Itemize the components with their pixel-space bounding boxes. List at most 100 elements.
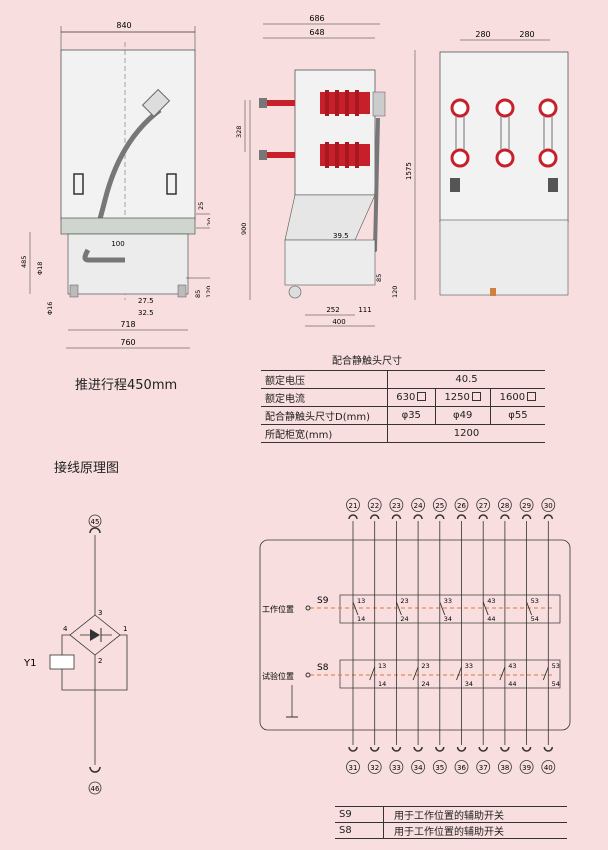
spec-value: 1200	[387, 424, 545, 443]
travel-label: 推进行程450mm	[75, 378, 178, 393]
dim-400: 400	[332, 318, 345, 326]
spec-label: 配合静触头尺寸D(mm)	[261, 406, 388, 425]
s8-contact	[412, 666, 419, 681]
table-row: 额定电流 630 1250 1600	[261, 388, 545, 407]
spec-value: φ49	[434, 406, 491, 425]
dim-1575: 1575	[405, 162, 413, 180]
s8-contact-bottom-3: 44	[508, 680, 516, 688]
terminal-30: 30	[544, 502, 553, 510]
test-position-label: 试验位置	[262, 671, 294, 681]
coil-circuit: 45 3 4 1 2 Y1 46	[23, 514, 127, 795]
aux-switch-circuit: S9 S8 工作位置 试验位置 213122322333243425352636…	[259, 498, 571, 774]
dim-85: 85	[194, 290, 202, 298]
terminal-circle	[519, 498, 534, 512]
terminal-33: 33	[392, 764, 401, 772]
terminal-22: 22	[370, 502, 379, 510]
terminal-35: 35	[435, 764, 444, 772]
spec-value: 630	[396, 392, 416, 403]
dim-20: 20	[206, 218, 210, 226]
work-position-label: 工作位置	[262, 604, 294, 614]
s8-contact-top-4: 53	[552, 662, 560, 670]
spec-label: 所配柜宽(mm)	[261, 424, 388, 443]
table-row: S8 用于工作位置的辅助开关	[335, 822, 567, 839]
spec-value: φ55	[489, 406, 545, 425]
plug-symbol	[456, 746, 467, 752]
s9-contact	[482, 601, 489, 616]
terminal-circle	[411, 760, 426, 774]
dim-328: 328	[235, 126, 243, 138]
legend-desc: 用于工作位置的辅助开关	[383, 806, 567, 823]
dim-85-side: 85	[375, 274, 383, 282]
s8-label: S8	[317, 663, 329, 673]
plug-symbol	[478, 746, 488, 752]
plug-symbol	[500, 746, 510, 752]
pin-4: 4	[63, 625, 68, 633]
plug-symbol	[521, 514, 532, 520]
dim-840: 840	[116, 21, 131, 30]
dim-phi16: Φ16	[46, 302, 54, 315]
s9-contact-bottom-4: 54	[531, 615, 539, 623]
s9-contact-top-1: 23	[400, 597, 408, 605]
terminal-39: 39	[522, 764, 531, 772]
front-view-drawing: 840 100 25 20 485 Φ18 Φ16 27.5 32.5 85 1…	[20, 21, 210, 349]
terminal-circle	[389, 498, 404, 512]
spec-value: 1600	[499, 392, 526, 403]
s9-contact-bottom-2: 34	[444, 615, 452, 623]
dim-25: 25	[197, 202, 205, 210]
pin-3: 3	[98, 609, 102, 617]
spec-value: 40.5	[387, 370, 545, 389]
terminal-circle	[497, 498, 512, 512]
dim-900: 900	[240, 223, 248, 235]
terminal-23: 23	[392, 502, 401, 510]
plug-symbol	[435, 746, 445, 752]
plug-symbol	[348, 514, 358, 520]
dim-120-side: 120	[391, 286, 399, 298]
s8-contact-top-2: 33	[465, 662, 473, 670]
terminal-circle	[367, 760, 382, 774]
terminal-38: 38	[500, 764, 509, 772]
terminal-37: 37	[479, 764, 488, 772]
terminal-34: 34	[414, 764, 423, 772]
terminal-circle	[541, 760, 556, 774]
table-row: 配合静触头尺寸D(mm) φ35 φ49 φ55	[261, 406, 545, 425]
spec-table: 额定电压 40.5 额定电流 630 1250 1600 配合静触头尺寸D(mm…	[261, 370, 545, 443]
table-row: S9 用于工作位置的辅助开关	[335, 806, 567, 823]
s9-contact-bottom-3: 44	[487, 615, 495, 623]
checkbox-1600	[527, 392, 537, 401]
plug-symbol	[478, 514, 488, 520]
terminal-circle	[389, 760, 404, 774]
spec-table-title: 配合静触头尺寸	[332, 356, 402, 367]
terminal-circle	[367, 498, 382, 512]
coil-label-y1: Y1	[23, 658, 36, 669]
terminal-circle	[541, 498, 556, 512]
s9-contact	[439, 601, 446, 616]
spec-label: 额定电流	[261, 388, 388, 407]
terminal-circle	[454, 760, 469, 774]
dim-280-a: 280	[475, 30, 490, 39]
dim-686: 686	[309, 14, 324, 23]
s9-contact-top-2: 33	[444, 597, 452, 605]
plug-symbol	[456, 514, 467, 520]
s8-contact-bottom-0: 14	[378, 680, 386, 688]
plug-symbol	[391, 746, 402, 752]
spec-label: 额定电压	[261, 370, 388, 389]
back-view-drawing: 280 280	[439, 30, 569, 296]
terminal-26: 26	[457, 502, 466, 510]
dim-760: 760	[120, 338, 135, 347]
dim-280-b: 280	[519, 30, 534, 39]
s9-contact	[395, 601, 402, 616]
terminal-circle	[432, 498, 447, 512]
dim-39-5: 39.5	[333, 232, 349, 240]
wiring-title: 接线原理图	[54, 461, 120, 476]
plug-symbol	[413, 746, 423, 752]
plug-symbol	[348, 746, 358, 752]
dim-120: 120	[205, 286, 210, 298]
spec-value: φ35	[387, 406, 436, 425]
s9-contact	[526, 601, 533, 616]
s8-contact	[542, 666, 549, 681]
terminal-45: 45	[91, 518, 100, 526]
plug-symbol	[543, 514, 554, 520]
terminal-circle	[411, 498, 426, 512]
terminal-25: 25	[435, 502, 444, 510]
terminal-circle	[432, 760, 447, 774]
